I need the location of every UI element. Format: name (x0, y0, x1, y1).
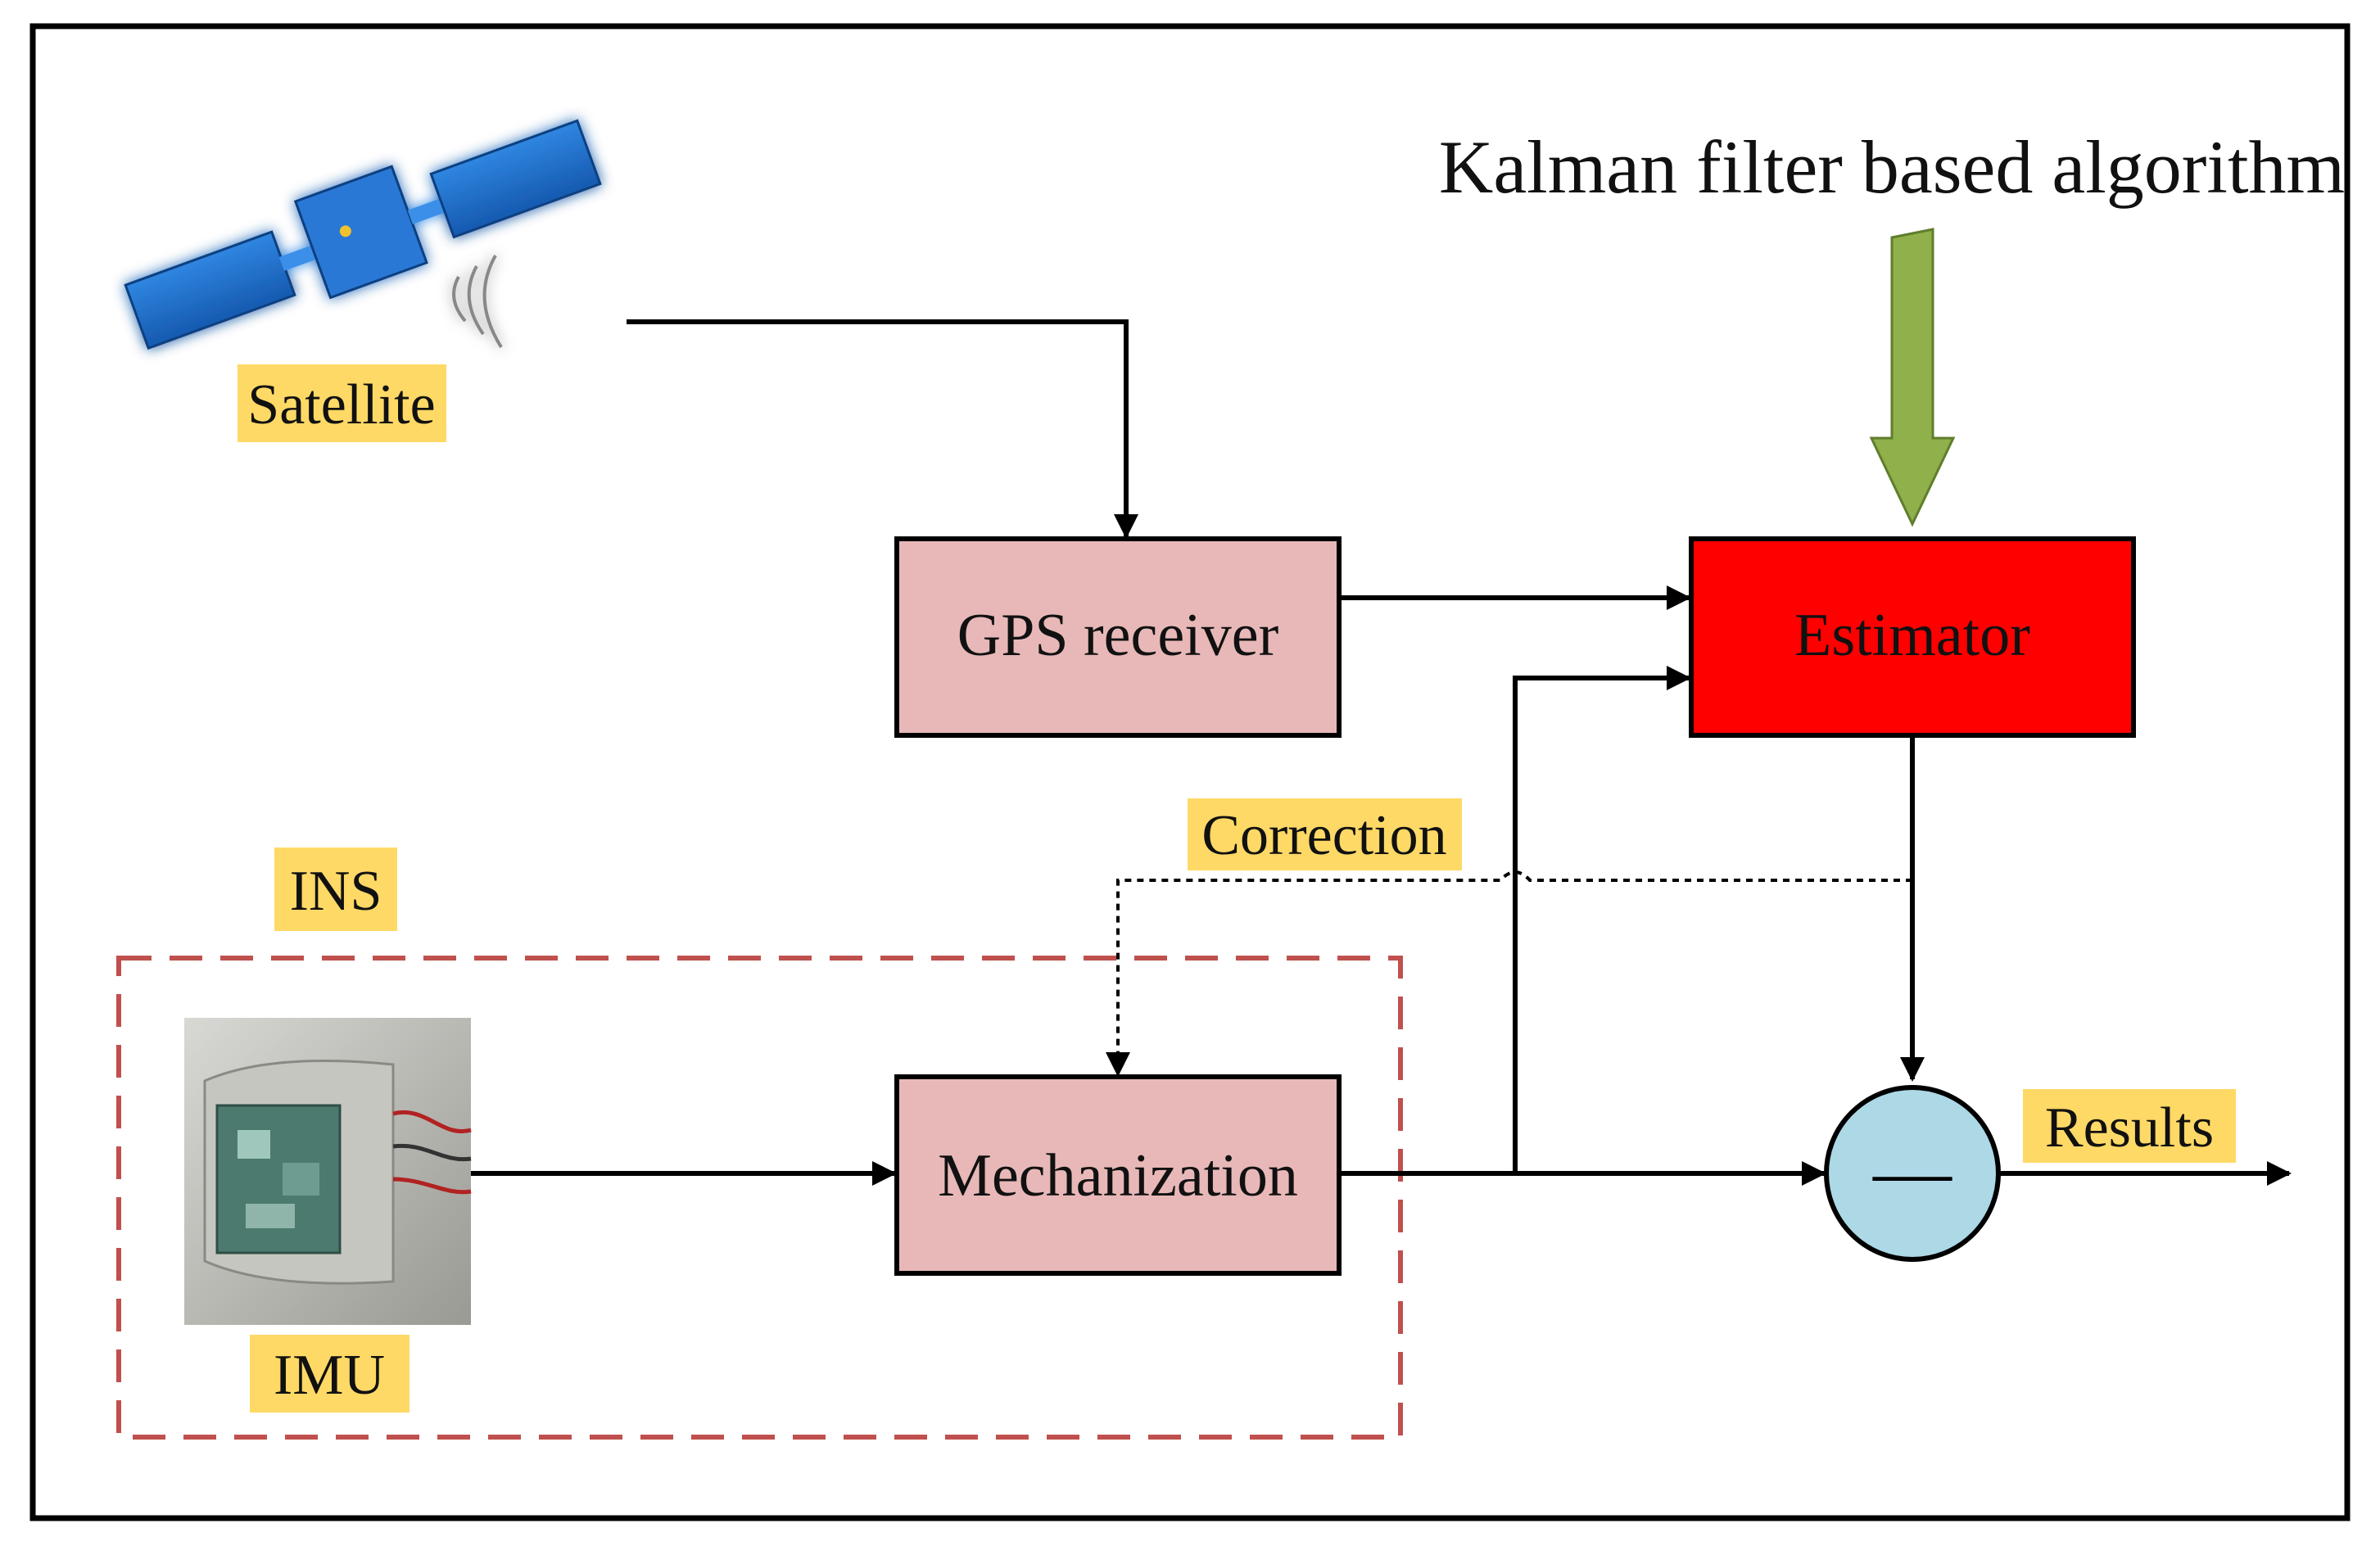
correction-feedback-connector (1106, 870, 1912, 1077)
estimator-block (1689, 536, 2136, 738)
estimator-label: Estimator (1794, 602, 2030, 669)
gps-receiver-block (894, 536, 1342, 738)
results-label-bg (2023, 1089, 2236, 1163)
correction-label: Correction (1201, 804, 1446, 867)
imu-device-illustration (184, 1018, 472, 1325)
imu-label: IMU (274, 1344, 385, 1407)
kalman-title: Kalman filter based algorithm (1439, 125, 2345, 209)
mechanization-label: Mechanization (938, 1142, 1298, 1209)
satellite-icon (124, 119, 602, 350)
ins-label: INS (290, 860, 382, 923)
satellite-label-bg (238, 364, 446, 442)
results-label: Results (2045, 1096, 2214, 1160)
satellite-label: Satellite (247, 373, 435, 436)
satellite-to-gps-connector (627, 319, 1138, 539)
gps-receiver-label: GPS receiver (957, 602, 1278, 669)
correction-label-bg (1188, 798, 1462, 870)
mechanization-block (894, 1074, 1342, 1276)
imu-label-bg (250, 1335, 409, 1413)
comparator-minus-sign: — (1872, 1127, 1952, 1214)
kalman-input-arrow (1869, 228, 1956, 527)
ins-boundary (116, 956, 1403, 1440)
mechanization-to-estimator-connector (1513, 666, 1691, 1173)
ins-label-bg (274, 848, 397, 931)
